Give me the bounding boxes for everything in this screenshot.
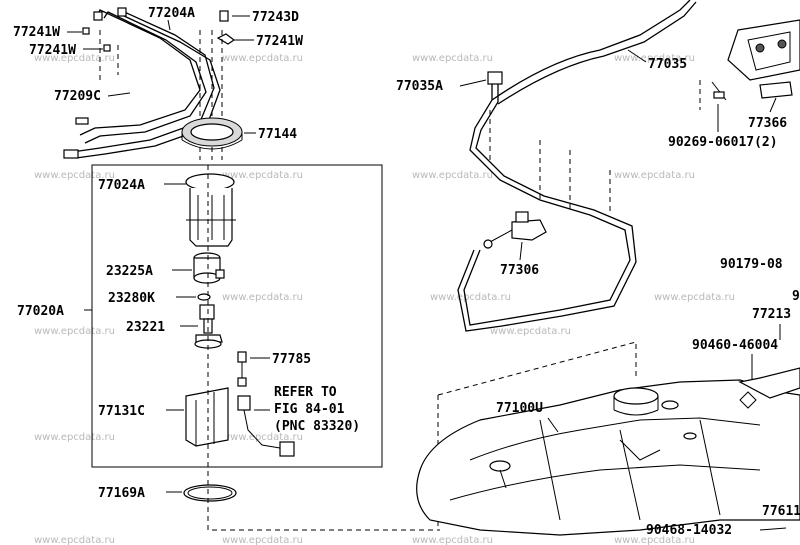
watermark: www.epcdata.ru <box>34 170 115 181</box>
part-label-9[interactable]: 9 <box>792 289 800 304</box>
part-label-90468-14032[interactable]: 90468-14032 <box>646 523 732 538</box>
gasket-77169A <box>183 484 237 502</box>
part-label-77241W[interactable]: 77241W <box>29 43 76 58</box>
o-ring-23280K <box>197 293 211 301</box>
reference-note-line2: FIG 84-01 <box>274 402 345 417</box>
part-label-77241W[interactable]: 77241W <box>256 34 303 49</box>
watermark: www.epcdata.ru <box>614 53 695 64</box>
part-label-77366[interactable]: 77366 <box>748 116 787 131</box>
part-label-90269-06017[interactable]: 90269-06017(2) <box>668 135 778 150</box>
watermark: www.epcdata.ru <box>34 535 115 545</box>
part-label-23225A[interactable]: 23225A <box>106 264 153 279</box>
part-label-77204A[interactable]: 77204A <box>148 6 195 21</box>
watermark: www.epcdata.ru <box>430 292 511 303</box>
fuel-tank-77100U <box>416 367 800 536</box>
part-label-90460-46004[interactable]: 90460-46004 <box>692 338 778 353</box>
sender-assembly-box <box>91 164 383 468</box>
part-label-77209C[interactable]: 77209C <box>54 89 101 104</box>
part-label-77213[interactable]: 77213 <box>752 307 791 322</box>
watermark: www.epcdata.ru <box>222 292 303 303</box>
part-label-90179-08[interactable]: 90179-08 <box>720 257 783 272</box>
part-label-77020A[interactable]: 77020A <box>17 304 64 319</box>
part-label-77243D[interactable]: 77243D <box>252 10 299 25</box>
canister-77131C <box>185 387 229 447</box>
part-label-77611[interactable]: 77611 <box>762 504 800 519</box>
clip-part <box>216 33 236 45</box>
part-label-23280K[interactable]: 23280K <box>108 291 155 306</box>
gauge-sensor-77785 <box>237 351 247 387</box>
part-label-77100U[interactable]: 77100U <box>496 401 543 416</box>
gasket-ring-77144 <box>181 117 243 150</box>
part-label-23221[interactable]: 23221 <box>126 320 165 335</box>
watermarks: www.epcdata.ru www.epcdata.ru www.epcdat… <box>34 53 735 545</box>
part-label-77306[interactable]: 77306 <box>500 263 539 278</box>
watermark: www.epcdata.ru <box>654 292 735 303</box>
watermark: www.epcdata.ru <box>34 53 115 64</box>
watermark: www.epcdata.ru <box>34 432 115 443</box>
watermark: www.epcdata.ru <box>222 432 303 443</box>
part-label-77241W[interactable]: 77241W <box>13 25 60 40</box>
reference-note-line1: REFER TO <box>274 385 337 400</box>
pump-bracket-77024A <box>185 173 236 247</box>
watermark: www.epcdata.ru <box>222 535 303 545</box>
watermark: www.epcdata.ru <box>34 326 115 337</box>
part-label-77169A[interactable]: 77169A <box>98 486 145 501</box>
clip-part <box>219 10 229 22</box>
wire-harness <box>237 395 295 457</box>
watermark: www.epcdata.ru <box>614 170 695 181</box>
reference-note-line3: (PNC 83320) <box>274 419 360 434</box>
part-label-77024A[interactable]: 77024A <box>98 178 145 193</box>
watermark: www.epcdata.ru <box>412 170 493 181</box>
fuel-tube-assembly <box>63 7 221 159</box>
watermark: www.epcdata.ru <box>490 326 571 337</box>
watermark: www.epcdata.ru <box>412 535 493 545</box>
part-label-77035[interactable]: 77035 <box>648 57 687 72</box>
valve-77306 <box>483 211 547 249</box>
watermark: www.epcdata.ru <box>614 535 695 545</box>
fuel-filter-23225A <box>193 252 225 284</box>
watermark: www.epcdata.ru <box>412 53 493 64</box>
part-label-77785[interactable]: 77785 <box>272 352 311 367</box>
part-label-77144[interactable]: 77144 <box>258 127 297 142</box>
watermark: www.epcdata.ru <box>222 170 303 181</box>
watermark: www.epcdata.ru <box>222 53 303 64</box>
part-label-77035A[interactable]: 77035A <box>396 79 443 94</box>
filler-bracket <box>699 19 800 110</box>
part-label-77131C[interactable]: 77131C <box>98 404 145 419</box>
breather-tube-77035 <box>457 0 697 332</box>
